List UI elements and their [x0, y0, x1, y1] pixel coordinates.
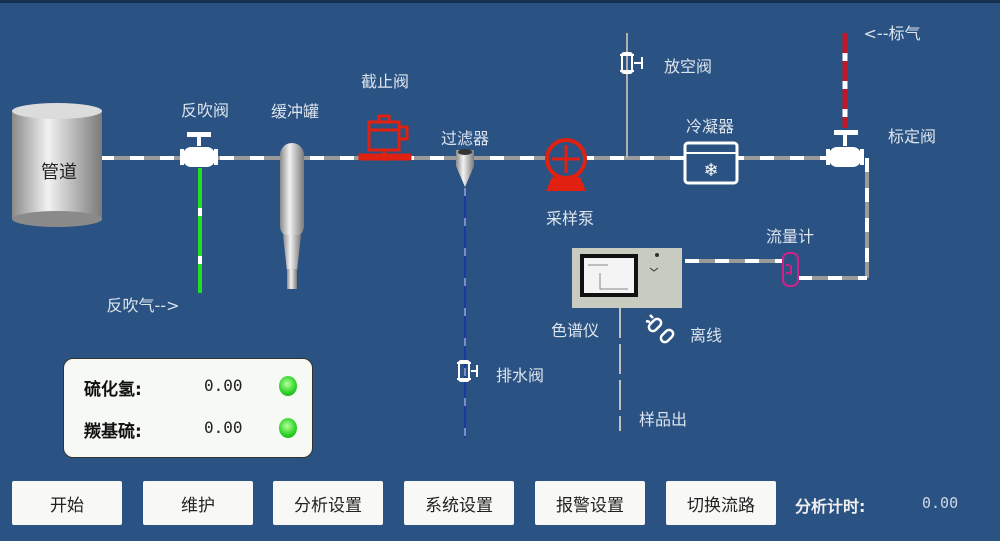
calibration-valve-icon[interactable] [826, 130, 864, 167]
flow-meter-icon [782, 252, 799, 287]
stop-valve-icon[interactable] [358, 114, 412, 161]
filter-label: 过滤器 [440, 129, 490, 148]
maintenance-button[interactable]: 维护 [143, 481, 253, 525]
calibration-valve-label: 标定阀 [887, 127, 937, 146]
analysis-timer-value: 0.00 [922, 494, 959, 512]
sample-out-label: 样品出 [638, 410, 688, 429]
pipeline-label: 管道 [41, 162, 77, 183]
filter-icon [456, 149, 474, 187]
offline-link-icon[interactable] [645, 314, 675, 344]
system-settings-button[interactable]: 系统设置 [404, 481, 514, 525]
drain-valve-icon[interactable] [457, 360, 478, 382]
pipe-diagram: ❄ [12, 33, 869, 438]
main-pipe [100, 156, 869, 280]
switch-stream-button[interactable]: 切换流路 [666, 481, 776, 525]
cos-status-led [279, 418, 297, 438]
h2s-label: 硫化氢: [84, 380, 142, 400]
start-button[interactable]: 开始 [12, 481, 122, 525]
standard-gas-label: <--标气 [863, 24, 921, 43]
readings-panel: 硫化氢: 0.00 羰基硫: 0.00 [63, 358, 313, 458]
condenser-icon: ❄ [683, 141, 739, 185]
buffer-tank-label: 缓冲罐 [270, 102, 320, 121]
vent-valve-icon[interactable] [620, 52, 643, 74]
h2s-value: 0.00 [204, 376, 243, 395]
buffer-tank [280, 143, 304, 289]
sampling-pump-icon[interactable] [545, 138, 587, 191]
drain-valve-label: 排水阀 [495, 366, 545, 385]
analysis-timer-label: 分析计时: [795, 497, 866, 516]
vent-valve-label: 放空阀 [663, 57, 713, 76]
alarm-settings-button[interactable]: 报警设置 [535, 481, 645, 525]
cos-label: 羰基硫: [84, 422, 142, 442]
cos-value: 0.00 [204, 418, 243, 437]
chromatograph-label: 色谱仪 [550, 321, 600, 340]
blowback-valve-label: 反吹阀 [180, 101, 230, 120]
offline-label[interactable]: 离线 [689, 326, 723, 345]
sampling-pump-label: 采样泵 [545, 209, 595, 228]
stop-valve-label: 截止阀 [360, 72, 410, 91]
svg-text:❄: ❄ [703, 160, 718, 181]
pipeline-tank [12, 103, 102, 227]
chromatograph-icon[interactable] [572, 248, 682, 308]
flow-meter-label: 流量计 [765, 227, 815, 246]
blowback-gas-label: 反吹气--> [106, 296, 180, 315]
blowback-valve-icon[interactable] [180, 132, 218, 167]
h2s-status-led [279, 376, 297, 396]
condenser-label: 冷凝器 [685, 117, 735, 136]
analysis-settings-button[interactable]: 分析设置 [273, 481, 383, 525]
